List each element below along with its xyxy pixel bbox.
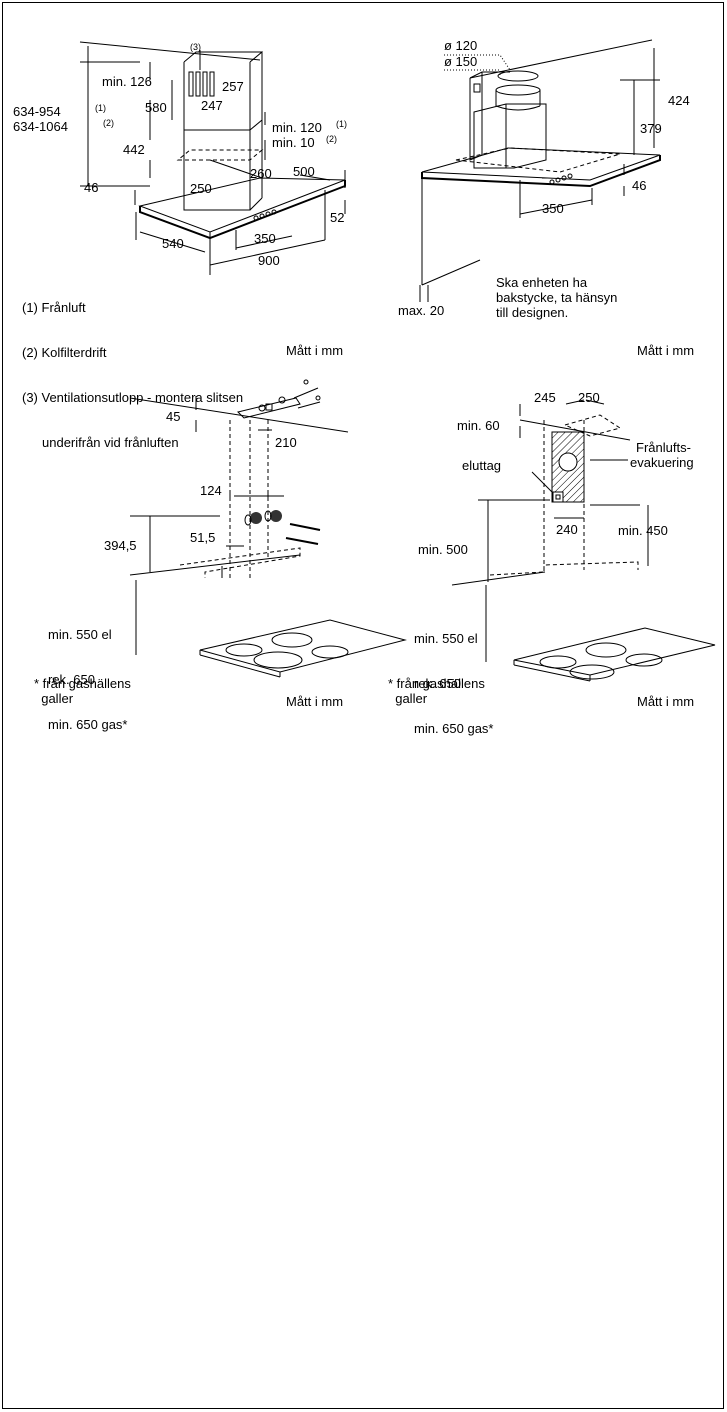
dim-52: 52 — [330, 210, 344, 225]
dim-124: 124 — [200, 483, 222, 498]
dim-max-20: max. 20 — [398, 303, 444, 318]
footnote-3: * från gashällens galler — [34, 676, 131, 706]
dim-634-1064: 634-1064 — [13, 119, 68, 134]
dim-247: 247 — [201, 98, 223, 113]
dim-46: 46 — [84, 180, 98, 195]
clearance-text-3: min. 550 el rek. 650 min. 650 gas* — [48, 597, 128, 747]
dim-580: 580 — [145, 100, 167, 115]
legend-item-3-cont: underifrån vid frånluften — [42, 435, 179, 450]
dim-min-60: min. 60 — [457, 418, 500, 433]
clearance-text-4: min. 550 el rek. 650 min. 650 gas* — [414, 601, 494, 751]
dim-250: 250 — [190, 181, 212, 196]
label-franlufts: Frånlufts- — [636, 440, 691, 455]
dim-260: 260 — [250, 166, 272, 181]
dim-min-450: min. 450 — [618, 523, 668, 538]
units-label-4: Mått i mm — [637, 694, 695, 709]
legend-list: (1) Frånluft (2) Kolfilterdrift (3) Vent… — [22, 270, 243, 465]
units-label-2: Mått i mm — [637, 343, 695, 358]
dim-210: 210 — [275, 435, 297, 450]
dim-min-500: min. 500 — [418, 542, 468, 557]
legend-item-1: (1) Frånluft — [22, 300, 86, 315]
units-label-1: Mått i mm — [286, 343, 344, 358]
dim-257: 257 — [222, 79, 244, 94]
dim-634-954: 634-954 — [13, 104, 61, 119]
min-550-el-p4: min. 550 el — [414, 631, 478, 646]
dim-240: 240 — [556, 522, 578, 537]
label-3: (3) — [190, 42, 201, 52]
sup-2-a: (2) — [103, 118, 114, 128]
min-650-gas-p4: min. 650 gas* — [414, 721, 494, 736]
footnote-4: * från gashällens galler — [388, 676, 485, 706]
legend-item-2: (2) Kolfilterdrift — [22, 345, 107, 360]
rek-650-p4: rek. 650 — [414, 676, 461, 691]
units-label-3: Mått i mm — [286, 694, 344, 709]
panel-1-hood-dimensions — [79, 41, 346, 275]
dim-51-5: 51,5 — [190, 530, 215, 545]
panel-4-outlet-position — [451, 399, 716, 682]
dim-245: 245 — [534, 390, 556, 405]
backpiece-note: Ska enheten ha bakstycke, ta hänsyn till… — [496, 275, 618, 320]
dim-500: 500 — [293, 164, 315, 179]
dim-350-p2: 350 — [542, 201, 564, 216]
dim-350: 350 — [254, 231, 276, 246]
dim-900: 900 — [258, 253, 280, 268]
dim-dia-150: ø 150 — [444, 54, 477, 69]
sup-2-b: (2) — [326, 134, 337, 144]
dim-394-5: 394,5 — [104, 538, 137, 553]
dim-379: 379 — [640, 121, 662, 136]
dim-min-120: min. 120 — [272, 120, 322, 135]
min-550-el: min. 550 el — [48, 627, 112, 642]
legend-item-3: (3) Ventilationsutlopp - montera slitsen — [22, 390, 244, 405]
label-evakuering: evakuering — [630, 455, 694, 470]
sup-1-a: (1) — [95, 103, 106, 113]
dim-540: 540 — [162, 236, 184, 251]
dim-min-126: min. 126 — [102, 74, 152, 89]
panel-2-duct-dimensions — [419, 39, 661, 302]
dim-442: 442 — [123, 142, 145, 157]
rek-650: rek. 650 — [48, 672, 95, 687]
panel-3-mounting-dimensions — [129, 379, 407, 678]
dim-424: 424 — [668, 93, 690, 108]
dim-45: 45 — [166, 409, 180, 424]
label-eluttag: eluttag — [462, 458, 501, 473]
dim-dia-120: ø 120 — [444, 38, 477, 53]
min-650-gas: min. 650 gas* — [48, 717, 128, 732]
dim-250-p4: 250 — [578, 390, 600, 405]
dim-46-p2: 46 — [632, 178, 646, 193]
dim-min-10: min. 10 — [272, 135, 315, 150]
sup-1-b: (1) — [336, 119, 347, 129]
